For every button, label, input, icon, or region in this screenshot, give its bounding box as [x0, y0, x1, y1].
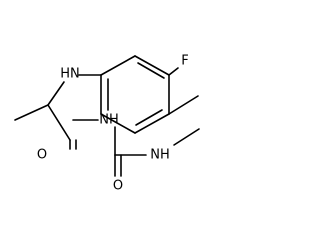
nh-to-ch-bond — [47, 81, 65, 106]
methylamine-nh-label: NH — [150, 148, 170, 163]
nh-to-methyl-bond — [173, 128, 200, 146]
ring-bond-2-inner — [137, 62, 165, 79]
chemical-structure-diagram: F HN O NH O NH — [14, 53, 200, 194]
amide-oxygen-label: O — [37, 148, 47, 163]
ch-to-methyl-bond — [14, 104, 49, 121]
ring-bond-2 — [134, 55, 170, 76]
ring-bond-1 — [100, 55, 136, 76]
ring-bond-4 — [134, 113, 170, 134]
ring-bond-5 — [100, 113, 136, 134]
ring-bond-4-inner — [135, 109, 163, 126]
methyl-bond — [168, 95, 199, 115]
urea-oxygen-label: O — [113, 179, 123, 194]
fluorine-bond — [168, 67, 179, 76]
aniline-nh-label: HN — [60, 67, 80, 82]
ch-to-carbonyl-bond — [47, 104, 71, 141]
imide-nh-label: NH — [99, 113, 119, 128]
fluorine-label: F — [181, 54, 188, 69]
